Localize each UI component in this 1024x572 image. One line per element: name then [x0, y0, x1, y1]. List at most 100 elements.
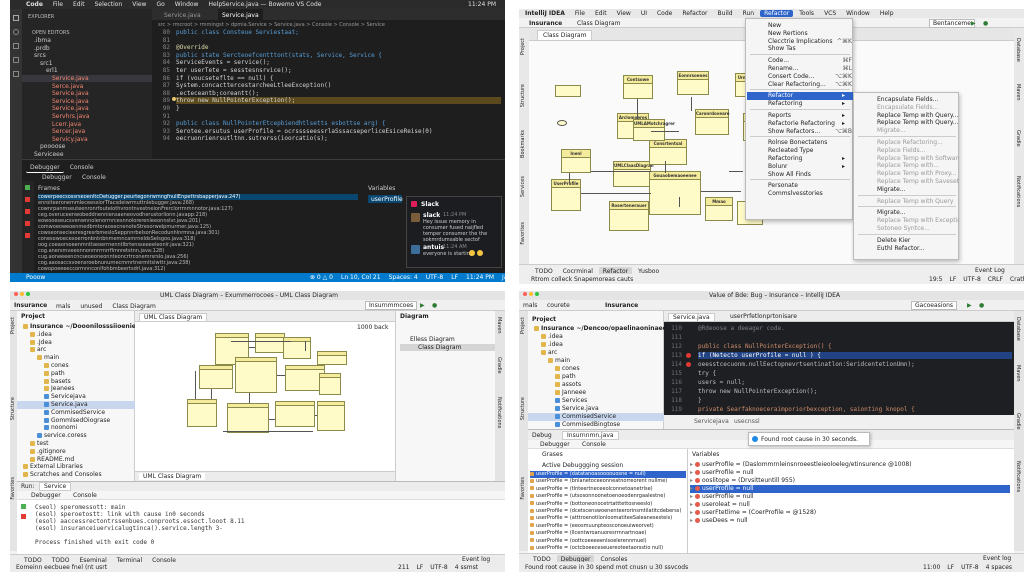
run-tab[interactable]: Service: [39, 482, 72, 491]
crumb-2[interactable]: courete: [547, 302, 570, 309]
left-tool[interactable]: Project: [520, 317, 526, 335]
variable-item[interactable]: userProfile: [368, 195, 403, 203]
explorer-item[interactable]: Service.java: [52, 90, 89, 98]
project-item[interactable]: .idea: [528, 341, 664, 349]
uml-class-box[interactable]: [215, 333, 249, 365]
uml-class-box[interactable]: Gouaobemaoeenee: [649, 171, 701, 215]
frame-item[interactable]: ceg.overuceenwobeddnenniensaeneovodherus…: [38, 212, 208, 218]
explorer-item[interactable]: Lcerr.java: [52, 120, 82, 128]
frame-item[interactable]: userProfile = (bottoneonocetrtatttettosn…: [530, 501, 686, 508]
breadcrumb[interactable]: src > rmcroot > rmmingst > dpmia.Service…: [158, 22, 385, 28]
frame-item[interactable]: userProfile = (datatanoasoooouosne = nul…: [530, 471, 686, 479]
right-tool[interactable]: Maven: [1015, 365, 1021, 382]
project-item[interactable]: cones: [17, 362, 135, 370]
frame-item[interactable]: eowooeseucsvenwnnolenorrnrcesnnolorerenl…: [38, 218, 201, 224]
project-item[interactable]: .Jdea: [17, 339, 135, 347]
bottom-tab[interactable]: Cocrminal: [562, 268, 593, 275]
tab-right[interactable]: userPrfetlonprtonisare: [730, 313, 797, 320]
uml-class-box[interactable]: UserProfile: [551, 179, 581, 211]
breadcrumb-item[interactable]: mals: [56, 303, 71, 310]
explorer-item[interactable]: Serce.java: [52, 82, 84, 90]
menu-item[interactable]: Consert Code...: [768, 72, 815, 80]
status-item[interactable]: ⊗ 0 △ 0: [310, 274, 333, 281]
uml-class-box[interactable]: [285, 365, 325, 391]
menu-0[interactable]: File: [574, 10, 585, 17]
maximize-icon[interactable]: [535, 292, 539, 296]
bottom-tab[interactable]: Terminal: [116, 557, 143, 564]
project-item[interactable]: arc: [17, 346, 135, 354]
slack-popup[interactable]: Slack slack 11:24 PM Hey issue memory in…: [406, 196, 502, 268]
frame-item[interactable]: cug.aoneeeencncseoeoneonnteoncrtrconemrs…: [38, 254, 189, 260]
menu-item[interactable]: Rename...: [768, 65, 799, 72]
left-tool[interactable]: Favorites: [10, 477, 16, 500]
expand-icon[interactable]: ▸: [690, 485, 694, 492]
crumb-1[interactable]: mals: [523, 302, 538, 309]
status-item[interactable]: 11:24 PM: [466, 274, 495, 281]
uml-class-box[interactable]: [319, 373, 341, 395]
project-item[interactable]: CommisedService: [17, 409, 135, 417]
uml-class-box[interactable]: [555, 85, 581, 97]
status-item[interactable]: 4 ssmst: [454, 564, 479, 571]
menu-4[interactable]: View: [132, 1, 147, 8]
breakpoint-icon[interactable]: [686, 362, 691, 367]
tab-class-diagram[interactable]: Class Diagram: [537, 30, 593, 41]
breadcrumb[interactable]: Class Diagram: [577, 20, 621, 27]
status-item[interactable]: UTF-8: [963, 276, 981, 283]
submenu-item[interactable]: Replace Temp with Query...: [877, 111, 959, 119]
project-item[interactable]: .gitignore: [17, 448, 135, 456]
left-tool[interactable]: Services: [520, 176, 526, 198]
status-left[interactable]: Pooow: [26, 274, 46, 281]
menu-0[interactable]: Code: [26, 1, 43, 8]
event-log[interactable]: Event log: [983, 555, 1012, 562]
project-item[interactable]: CommisedBingtose: [528, 421, 664, 429]
status-item[interactable]: LF: [451, 274, 459, 281]
status-item[interactable]: LF: [416, 564, 424, 571]
project-item[interactable]: noonomi: [17, 424, 135, 432]
project-item[interactable]: service.coress: [17, 432, 135, 440]
left-tool[interactable]: Structure: [520, 84, 526, 108]
run-icon[interactable]: ▶: [420, 302, 425, 309]
right-tool[interactable]: Gradle: [1015, 130, 1021, 147]
extensions-icon[interactable]: [13, 71, 19, 77]
project-item[interactable]: Insurance ~/Dencoo/opaelinaoninaeeeraiio…: [528, 325, 664, 333]
expand-icon[interactable]: ▸: [690, 461, 694, 468]
project-item[interactable]: External Libraries: [17, 463, 135, 471]
explorer-item[interactable]: Servhrs.java: [52, 113, 90, 120]
right-tool[interactable]: Gradle: [496, 357, 502, 374]
uml-class-box[interactable]: [317, 351, 347, 365]
expand-icon[interactable]: ▸: [690, 493, 694, 500]
project-item[interactable]: README.md: [17, 456, 135, 464]
explorer-item[interactable]: erl1: [46, 67, 58, 75]
menu-item[interactable]: Recleated Type: [768, 147, 814, 155]
status-item[interactable]: LF: [949, 276, 957, 283]
bottom-tab[interactable]: Eseminal: [79, 557, 107, 564]
project-item[interactable]: Janneee: [528, 389, 664, 397]
maximize-icon[interactable]: [26, 292, 30, 296]
expand-icon[interactable]: ▸: [690, 501, 694, 508]
menu-5[interactable]: Go: [156, 1, 165, 8]
uml-class-box[interactable]: [317, 401, 345, 431]
frame-item[interactable]: userProfile = (atttroenotilonloomatiteeS…: [530, 515, 686, 522]
uml-class-box[interactable]: [199, 365, 233, 389]
menu-item[interactable]: Bolunr: [768, 162, 788, 170]
submenu-item[interactable]: Replace Temp with Query...: [877, 119, 959, 127]
status-item[interactable]: CRLF: [987, 276, 1003, 283]
project-item[interactable]: Jeanees: [17, 385, 135, 393]
submenu-item[interactable]: Euthl Refactor...: [877, 244, 925, 252]
run-config[interactable]: Bentanceme: [929, 19, 975, 28]
breakpoint-icon-2[interactable]: [25, 221, 30, 226]
project-item[interactable]: Service.java: [17, 401, 135, 409]
run-config[interactable]: Gacoeasions: [911, 301, 958, 310]
frame-item[interactable]: cowseonsecieeresgresrbmesloSeppnnrbelson…: [38, 230, 220, 236]
project-item[interactable]: path: [528, 373, 664, 381]
left-tool[interactable]: Structure: [10, 397, 16, 421]
stop-icon[interactable]: [21, 514, 26, 519]
frame-item[interactable]: userProfile = (dcetscenswoenenteerorinsm…: [530, 508, 686, 515]
uml-class-box[interactable]: Mmao: [705, 197, 733, 221]
project-item[interactable]: main: [17, 354, 135, 362]
submenu-item[interactable]: Delete Kier: [877, 236, 911, 244]
menu-3[interactable]: Selection: [94, 1, 123, 8]
menu-item[interactable]: Commslvesstories: [768, 190, 823, 198]
status-item[interactable]: UTF-8: [430, 564, 448, 571]
menu-7[interactable]: Help: [208, 1, 223, 8]
